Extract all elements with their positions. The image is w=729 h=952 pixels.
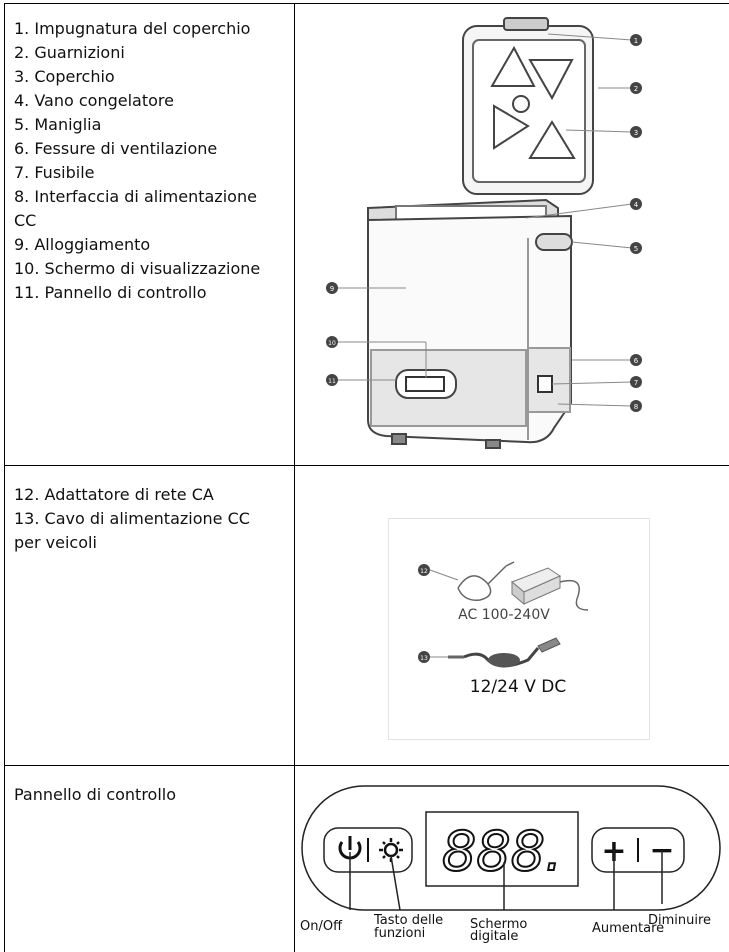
callout-marker: [418, 651, 430, 663]
callout-number: 1: [634, 37, 638, 45]
list-item: 2. Guarnizioni: [14, 43, 125, 62]
callout-marker: [326, 374, 338, 386]
callout-marker: [326, 336, 338, 348]
list-item: 6. Fessure di ventilazione: [14, 139, 218, 158]
list-item: 12. Adattatore di rete CA: [14, 485, 214, 504]
list-item: 3. Coperchio: [14, 67, 115, 86]
callout-number: 13: [420, 655, 428, 662]
list-item: CC: [14, 211, 37, 230]
callout-number: 9: [330, 285, 334, 293]
ac-cord-shape: [457, 561, 515, 601]
callout-marker: [630, 376, 642, 388]
callout-marker: [630, 400, 642, 412]
increase-label: Aumentare: [592, 921, 664, 936]
callout-number: 7: [634, 379, 638, 387]
accessories-list: 12. Adattatore di rete CA 13. Cavo di al…: [14, 483, 250, 555]
cooler-illustration: 1 2 3 4 5 6 7 8 9 10 11: [326, 17, 642, 449]
list-item: 8. Interfaccia di alimentazione: [14, 187, 257, 206]
callout-marker: [630, 354, 642, 366]
list-item: 7. Fusibile: [14, 163, 95, 182]
list-item: 11. Pannello di controllo: [14, 283, 207, 302]
table-border-left: [4, 3, 5, 952]
callout-number: 4: [634, 201, 639, 209]
dc-cable-shape: [448, 637, 561, 668]
callout-marker: [630, 126, 642, 138]
callout-number: 8: [634, 403, 638, 411]
display-digits: 888.: [442, 820, 562, 883]
list-item: 1. Impugnatura del coperchio: [14, 19, 251, 38]
callout-number: 10: [328, 340, 336, 347]
callout-number: 3: [634, 129, 638, 137]
parts-list: 1. Impugnatura del coperchio 2. Guarnizi…: [14, 17, 260, 305]
row-divider-1: [4, 465, 729, 466]
callout-number: 11: [328, 378, 336, 385]
list-item: 4. Vano congelatore: [14, 91, 174, 110]
dc-voltage-label: 12/24 V DC: [470, 677, 566, 697]
adapter-brick-shape: [511, 567, 589, 611]
callout-marker: [630, 34, 642, 46]
callout-number: 12: [420, 568, 428, 575]
control-panel-title: Pannello di controllo: [14, 785, 177, 804]
side-handle-shape: [535, 233, 573, 251]
callout-marker: [326, 282, 338, 294]
row-divider-2: [4, 765, 729, 766]
digital-display: [425, 811, 579, 887]
function-label-line1: Tasto delle: [373, 913, 443, 928]
ac-voltage-label: AC 100-240V: [458, 607, 550, 623]
screen-label-line1: Schermo: [470, 917, 527, 932]
control-panel-diagram: 888. + − On/Off Tasto delle funzioni Sch…: [300, 785, 721, 944]
callout-marker: [630, 82, 642, 94]
callout-number: 6: [634, 357, 639, 365]
list-item: 13. Cavo di alimentazione CC: [14, 509, 250, 528]
decrease-label: Diminuire: [648, 913, 711, 928]
accessories-illustration: 12 AC 100-240V 13 12/24 V DC: [418, 561, 589, 697]
screen-label-line2: digitale: [470, 929, 518, 944]
callout-marker: [418, 564, 430, 576]
callout-marker: [630, 198, 642, 210]
column-divider: [294, 3, 295, 952]
accessories-frame: [388, 518, 650, 740]
lid-handle-shape: [503, 17, 549, 31]
callout-marker: [630, 242, 642, 254]
list-item: 10. Schermo di visualizzazione: [14, 259, 261, 278]
list-item: per veicoli: [14, 533, 97, 552]
function-label-line2: funzioni: [374, 926, 425, 941]
callout-number: 2: [634, 85, 638, 93]
list-item: 9. Alloggiamento: [14, 235, 151, 254]
table-grid: [4, 3, 729, 952]
table-border-top: [4, 3, 729, 4]
callout-number: 5: [634, 245, 638, 253]
list-item: 5. Maniglia: [14, 115, 102, 134]
on-off-label: On/Off: [300, 919, 343, 934]
